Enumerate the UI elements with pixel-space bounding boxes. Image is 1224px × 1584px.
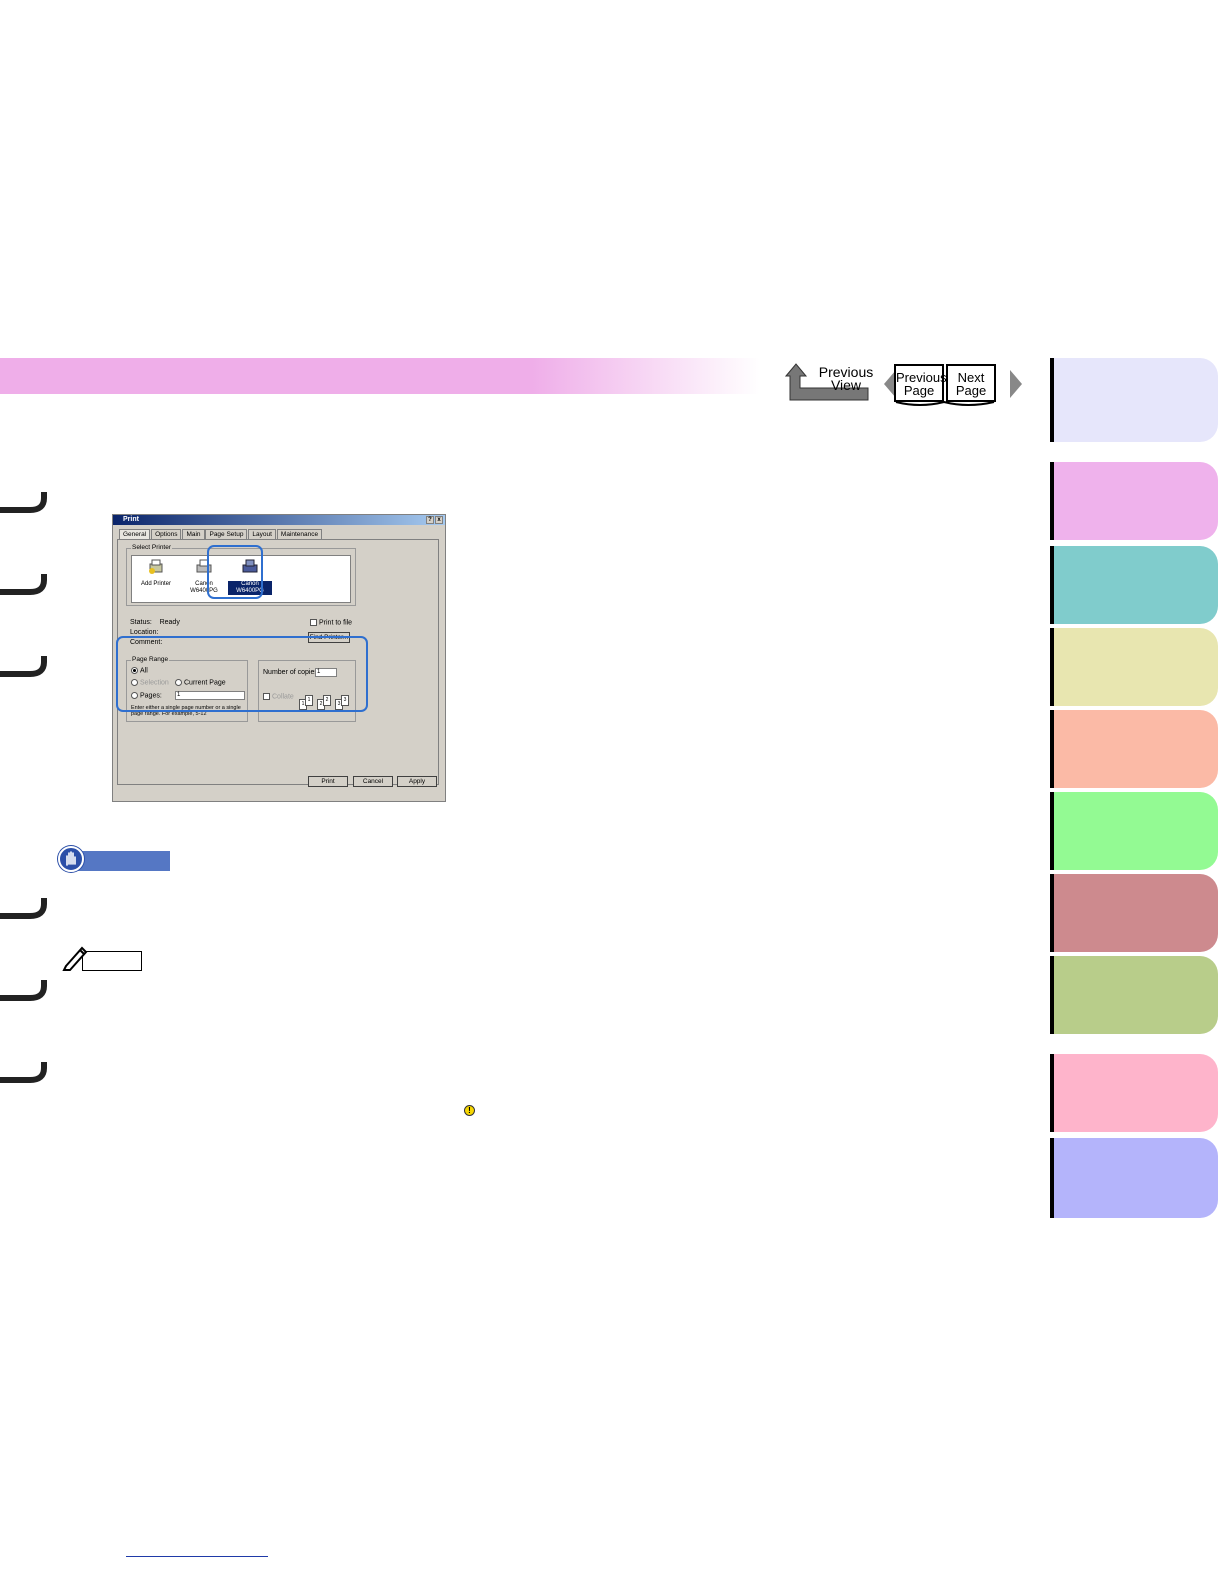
radio-selection[interactable]: Selection <box>131 679 169 686</box>
printer-icon <box>242 559 258 573</box>
dialog-titlebar: Print ? x <box>113 515 445 525</box>
apply-button[interactable]: Apply <box>397 776 437 787</box>
collate-checkbox[interactable]: Collate <box>263 693 294 700</box>
radio-current-page[interactable]: Current Page <box>175 679 226 686</box>
side-tab-10[interactable] <box>1050 1138 1218 1218</box>
help-button[interactable]: ? <box>426 516 434 524</box>
collate-page: 3 <box>341 695 349 706</box>
radio-all-label: All <box>140 667 148 675</box>
radio-pages-label: Pages: <box>140 692 162 700</box>
warning-icon: ! <box>464 1105 475 1116</box>
page-navigation: Previous Page Next Page <box>884 362 1024 408</box>
close-button[interactable]: x <box>435 516 443 524</box>
collate-page: 1 <box>305 695 313 706</box>
collate-page: 2 <box>323 695 331 706</box>
radio-current-page-label: Current Page <box>184 679 226 687</box>
hand-icon <box>58 846 84 872</box>
pages-input[interactable]: 1 <box>175 691 245 700</box>
page-range-group: Page Range All Selection Current Page Pa… <box>126 656 248 722</box>
side-tab-3[interactable] <box>1050 546 1218 624</box>
previous-page-button[interactable]: Previous Page <box>894 364 947 402</box>
previous-view-label: Previous View <box>818 364 874 393</box>
checkbox-icon <box>310 619 317 626</box>
important-bar <box>72 851 170 871</box>
checkbox-icon <box>263 693 270 700</box>
side-tab-8[interactable] <box>1050 956 1218 1034</box>
selected-printer-highlight <box>207 545 263 599</box>
copies-group: Number of copies: 1 Collate 1 1 2 2 3 3 <box>258 660 356 722</box>
side-tab-2[interactable] <box>1050 462 1218 540</box>
side-tab-1[interactable] <box>1050 358 1218 442</box>
copies-label: Number of copies: <box>263 669 320 676</box>
footer-link-underline[interactable] <box>126 1556 268 1557</box>
printer-item-name: Canon W6400PG <box>190 581 218 594</box>
dialog-tabs: General Options Main Page Setup Layout M… <box>119 529 323 540</box>
header-band <box>0 358 760 394</box>
note-badge <box>60 942 142 972</box>
radio-pages[interactable]: Pages: <box>131 692 162 699</box>
select-printer-group: Select Printer Add Printer Canon W6400PG… <box>126 544 356 606</box>
important-badge <box>58 846 170 872</box>
status-value: Ready <box>159 619 180 626</box>
arrow-right-icon[interactable] <box>1010 370 1022 398</box>
return-arrow-icon <box>784 363 869 401</box>
page-range-hint: Enter either a single page number or a s… <box>131 705 241 717</box>
radio-icon <box>131 679 138 686</box>
printer-item[interactable]: Canon W6400PG <box>182 558 226 595</box>
pencil-icon <box>62 946 88 971</box>
side-tab-5[interactable] <box>1050 710 1218 788</box>
printer-item-add[interactable]: Add Printer <box>134 558 178 588</box>
printer-icon <box>196 559 212 573</box>
cancel-button[interactable]: Cancel <box>353 776 393 787</box>
collate-label: Collate <box>272 693 294 701</box>
copies-input[interactable]: 1 <box>315 668 337 677</box>
margin-hook-icon <box>0 898 47 919</box>
margin-hook-icon <box>0 656 47 677</box>
radio-icon <box>175 679 182 686</box>
margin-hook-icon <box>0 492 47 513</box>
comment-label: Comment: <box>130 639 163 646</box>
printer-list: Add Printer Canon W6400PG Canon W6400PG <box>131 555 351 603</box>
side-tab-4[interactable] <box>1050 628 1218 706</box>
page-range-label: Page Range <box>131 656 170 663</box>
radio-icon <box>131 692 138 699</box>
status-label: Status: <box>130 619 152 626</box>
print-to-file-checkbox[interactable]: Print to file <box>310 619 352 626</box>
side-tabs <box>1050 358 1224 1228</box>
select-printer-label: Select Printer <box>131 544 173 551</box>
printer-info: Status: Ready Location: Comment: <box>130 618 180 648</box>
general-panel: Select Printer Add Printer Canon W6400PG… <box>117 539 439 785</box>
printer-item-name: Add Printer <box>140 581 171 587</box>
side-tab-9[interactable] <box>1050 1054 1218 1132</box>
margin-hook-icon <box>0 980 47 1001</box>
dialog-title: Print <box>123 516 139 523</box>
side-tab-6[interactable] <box>1050 792 1218 870</box>
next-page-button[interactable]: Next Page <box>946 364 996 402</box>
note-box <box>82 951 142 971</box>
radio-icon <box>131 667 138 674</box>
page-range-highlight <box>116 636 368 712</box>
radio-all[interactable]: All <box>131 667 148 674</box>
margin-hook-icon <box>0 1062 47 1083</box>
radio-selection-label: Selection <box>140 679 169 687</box>
print-to-file-label: Print to file <box>319 619 353 627</box>
arrow-left-icon[interactable] <box>884 370 896 398</box>
tab-maintenance[interactable]: Maintenance <box>276 529 323 540</box>
book-spine-icon <box>895 400 995 406</box>
margin-hook-icon <box>0 574 47 595</box>
previous-view-button[interactable]: Previous View <box>782 362 878 404</box>
add-printer-icon <box>149 559 163 574</box>
location-label: Location: <box>130 629 159 636</box>
side-tab-7[interactable] <box>1050 874 1218 952</box>
print-dialog: Print ? x General Options Main Page Setu… <box>112 514 446 802</box>
print-button[interactable]: Print <box>308 776 348 787</box>
